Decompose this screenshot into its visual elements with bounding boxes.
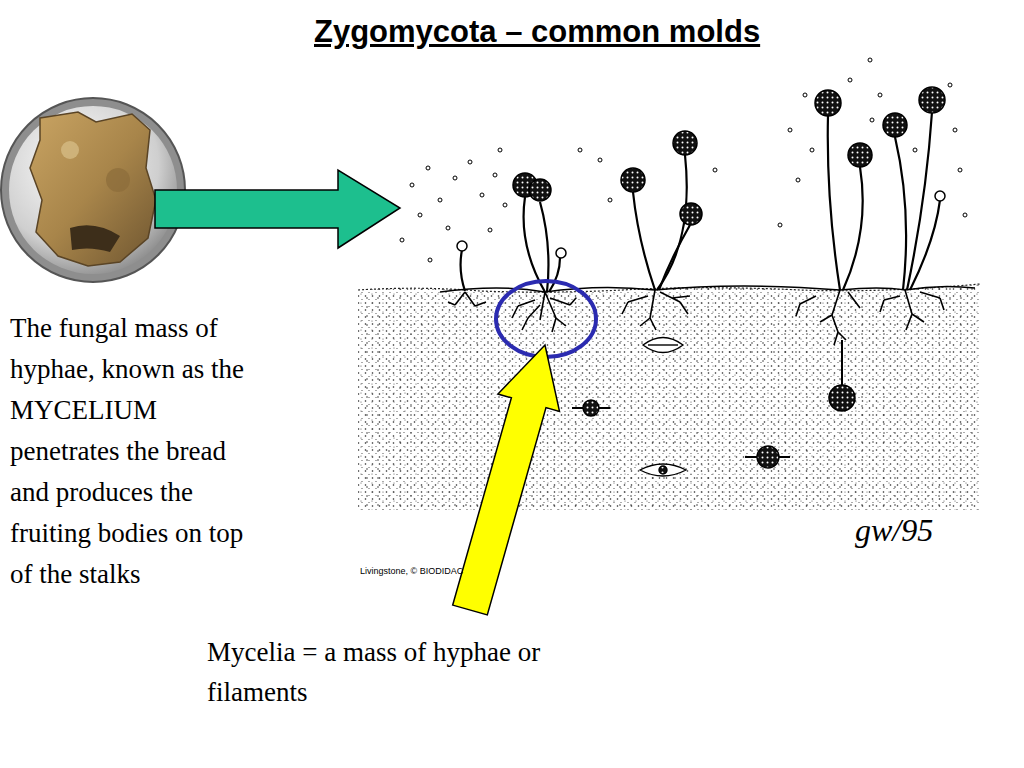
zygospores: [572, 338, 790, 477]
sporangiophores: [461, 112, 940, 292]
description-text: The fungal mass of hyphae, known as the …: [10, 308, 265, 595]
bread-substrate: [358, 284, 980, 510]
slide-title: Zygomycota – common molds: [314, 14, 760, 50]
definition-text: Mycelia = a mass of hyphae or filaments: [207, 632, 637, 712]
signature: gw/95: [855, 512, 933, 549]
yellow-arrow: [453, 345, 560, 615]
credit-text: Livingstone, © BIODIDAC: [360, 566, 463, 576]
spores: [400, 58, 967, 262]
green-arrow: [155, 170, 400, 248]
highlight-circle: [496, 281, 596, 357]
